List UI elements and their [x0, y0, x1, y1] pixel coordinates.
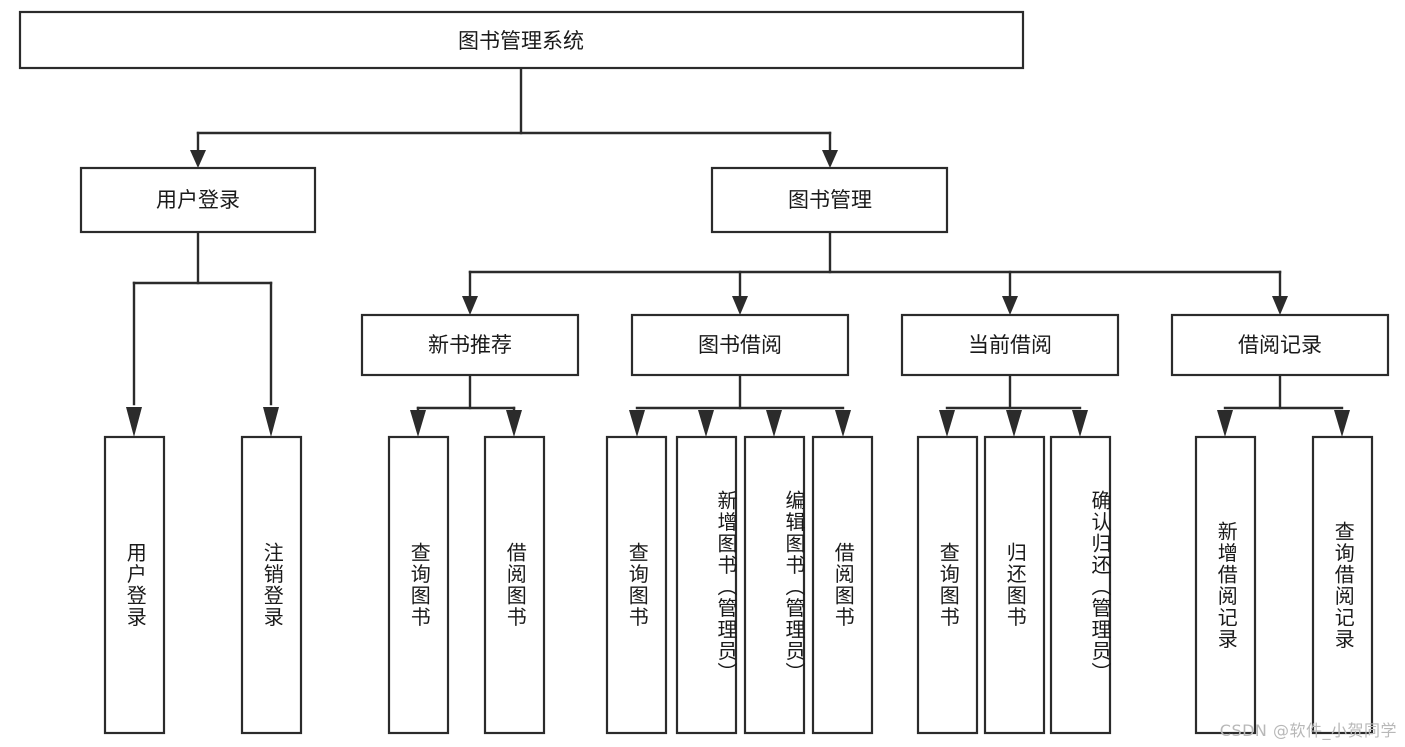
- node-new-book-recommend[interactable]: [360, 313, 580, 377]
- arrow-borrow-books: [732, 296, 748, 315]
- node-book-borrow[interactable]: [630, 313, 850, 377]
- leaf-query-book-new[interactable]: [387, 435, 450, 735]
- node-current-borrow-label: 当前借阅: [968, 333, 1052, 357]
- leaf-borrow-book[interactable]: [811, 435, 874, 735]
- leaf-query-book-borrow[interactable]: [605, 435, 668, 735]
- arrow-leaf-current-borrow-3: [1072, 410, 1088, 437]
- leaf-add-borrow-record[interactable]: [1194, 435, 1257, 735]
- arrow-leaf-current-borrow-1: [939, 410, 955, 437]
- arrow-leaf-borrow-records-2: [1334, 410, 1350, 437]
- arrow-leaf-borrow-books-4: [835, 410, 851, 437]
- arrow-leaf-current-borrow-2: [1006, 410, 1022, 437]
- arrow-leaf-new-books-2: [506, 410, 522, 437]
- leaf-confirm-return-admin[interactable]: [1049, 435, 1112, 735]
- leaf-borrow-book-new[interactable]: [483, 435, 546, 735]
- leaf-query-borrow-record[interactable]: [1311, 435, 1374, 735]
- node-book-borrow-label: 图书借阅: [698, 333, 782, 357]
- arrow-borrow-records: [1272, 296, 1288, 315]
- arrow-leaf-borrow-records-1: [1217, 410, 1233, 437]
- node-current-borrow[interactable]: [900, 313, 1120, 377]
- node-root[interactable]: [18, 10, 1025, 70]
- csdn-watermark: CSDN @软件_小贺同学: [1219, 721, 1397, 740]
- leaf-add-book-admin[interactable]: [675, 435, 738, 735]
- node-layer: [18, 10, 1390, 735]
- node-borrow-records-label: 借阅记录: [1238, 333, 1322, 357]
- node-book-management-label: 图书管理: [788, 188, 872, 212]
- node-root-label: 图书管理系统: [458, 29, 584, 53]
- node-user-login[interactable]: [79, 166, 317, 234]
- arrow-leaf-new-books-1: [410, 410, 426, 437]
- arrow-leaf-user-login-2: [263, 407, 279, 437]
- arrow-user-login: [190, 150, 206, 168]
- arrow-leaf-borrow-books-2: [698, 410, 714, 437]
- node-borrow-records[interactable]: [1170, 313, 1390, 377]
- connector-layer: [126, 66, 1350, 437]
- arrow-current-borrow: [1002, 296, 1018, 315]
- node-user-login-label: 用户登录: [156, 188, 240, 212]
- node-new-book-recommend-label: 新书推荐: [428, 333, 512, 357]
- leaf-edit-book-admin[interactable]: [743, 435, 806, 735]
- arrow-book-mgmt: [822, 150, 838, 168]
- node-book-management[interactable]: [710, 166, 949, 234]
- arrow-leaf-borrow-books-1: [629, 410, 645, 437]
- leaf-query-book-current[interactable]: [916, 435, 979, 735]
- arrow-leaf-user-login-1: [126, 407, 142, 437]
- label-layer: 图书管理系统 用户登录 图书管理 新书推荐 图书借阅 当前借阅 借阅记录: [156, 29, 1322, 357]
- arrow-new-books: [462, 296, 478, 315]
- leaf-user-login[interactable]: [103, 435, 166, 735]
- leaf-user-logout[interactable]: [240, 435, 303, 735]
- arrow-leaf-borrow-books-3: [766, 410, 782, 437]
- leaf-return-book[interactable]: [983, 435, 1046, 735]
